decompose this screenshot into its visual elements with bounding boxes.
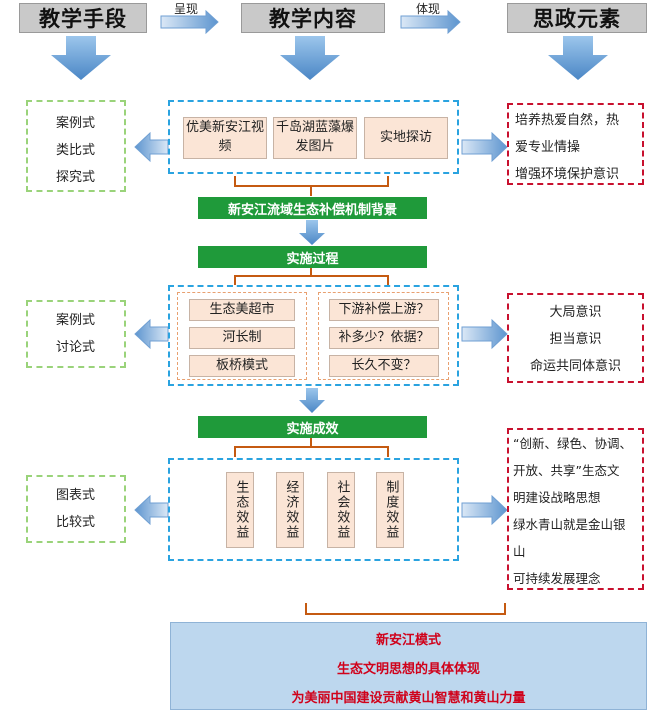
- ideology-item: “创新、绿色、协调、: [513, 436, 632, 451]
- row3-bracket: [234, 438, 389, 457]
- flow-arrow-1: [299, 220, 325, 245]
- method-item: 案例式: [56, 116, 96, 131]
- embody-arrow: [400, 9, 461, 35]
- method-item: 类比式: [56, 143, 96, 158]
- row1-content-box: 优美新安江视频 千岛湖蓝藻爆发图片 实地探访: [168, 100, 459, 174]
- present-label: 呈现: [173, 2, 198, 16]
- summary-line: 生态文明思想的具体体现: [336, 662, 480, 677]
- content-item: 长久不变？: [329, 355, 439, 377]
- content-item: 千岛湖蓝藻爆发图片: [273, 117, 357, 159]
- summary-box: 新安江模式 生态文明思想的具体体现 为美丽中国建设贡献黄山智慧和黄山力量: [170, 622, 647, 710]
- row1-bar: 新安江流域生态补偿机制背景: [198, 197, 427, 219]
- row1-bracket: [234, 176, 389, 196]
- row2-bar: 实施过程: [198, 246, 427, 268]
- content-item: 河长制: [189, 327, 295, 349]
- ideology-item: 明建设战略思想: [513, 490, 601, 505]
- content-item: 下游补偿上游？: [329, 299, 439, 321]
- ideology-down-arrow: [548, 36, 608, 80]
- row3-bar: 实施成效: [198, 416, 427, 438]
- row2-left-group: 生态美超市 河长制 板桥模式: [177, 292, 307, 380]
- method-item: 比较式: [56, 515, 96, 530]
- row3-methods-box: 图表式 比较式: [26, 475, 126, 543]
- row1-methods-box: 案例式 类比式 探究式: [26, 100, 126, 192]
- row2-left-arrow: [134, 318, 169, 350]
- content-item: 优美新安江视频: [183, 117, 267, 159]
- row2-bracket: [234, 268, 389, 285]
- ideology-item: 大局意识: [549, 305, 602, 320]
- summary-bracket: [305, 603, 506, 615]
- content-item: 实地探访: [364, 117, 448, 159]
- method-item: 讨论式: [56, 340, 96, 355]
- embody-label: 体现: [415, 2, 440, 16]
- ideology-item: 开放、共享”生态文: [513, 463, 620, 478]
- header-ideology: 思政元素: [507, 3, 647, 33]
- methods-down-arrow: [51, 36, 111, 80]
- ideology-item: 可持续发展理念: [513, 571, 601, 586]
- ideology-item: 绿水青山就是金山银: [513, 517, 626, 532]
- ideology-item: 增强环境保护意识: [515, 167, 620, 182]
- present-arrow: [160, 9, 219, 35]
- header-content: 教学内容: [241, 3, 385, 33]
- ideology-item: 山: [513, 544, 526, 559]
- row2-right-group: 下游补偿上游？ 补多少？依据？ 长久不变？: [318, 292, 449, 380]
- ideology-item: 培养热爱自然，热: [515, 113, 620, 128]
- row3-content-box: 生态效益 经济效益 社会效益 制度效益: [168, 458, 459, 561]
- row2-ideology-box: 大局意识 担当意识 命运共同体意识: [507, 293, 644, 383]
- content-item: 社会效益: [327, 472, 355, 548]
- method-item: 探究式: [56, 170, 96, 185]
- summary-line: 新安江模式: [375, 633, 441, 648]
- content-item: 补多少？依据？: [329, 327, 439, 349]
- row1-right-arrow: [461, 131, 508, 163]
- content-down-arrow: [280, 36, 340, 80]
- row1-left-arrow: [134, 131, 169, 163]
- ideology-item: 担当意识: [549, 332, 602, 347]
- method-item: 案例式: [56, 313, 96, 328]
- row2-methods-box: 案例式 讨论式: [26, 300, 126, 368]
- ideology-item: 爱专业情操: [515, 140, 581, 155]
- header-methods: 教学手段: [19, 3, 147, 33]
- content-item: 制度效益: [376, 472, 404, 548]
- ideology-item: 命运共同体意识: [529, 359, 621, 374]
- row3-left-arrow: [134, 494, 169, 526]
- row3-ideology-box: “创新、绿色、协调、 开放、共享”生态文 明建设战略思想 绿水青山就是金山银 山…: [507, 428, 644, 590]
- content-item: 生态美超市: [189, 299, 295, 321]
- content-item: 板桥模式: [189, 355, 295, 377]
- content-item: 经济效益: [276, 472, 304, 548]
- summary-line: 为美丽中国建设贡献黄山智慧和黄山力量: [291, 691, 526, 706]
- row1-ideology-box: 培养热爱自然，热 爱专业情操 增强环境保护意识: [507, 103, 644, 185]
- row3-right-arrow: [461, 494, 508, 526]
- row2-content-box: 生态美超市 河长制 板桥模式 下游补偿上游？ 补多少？依据？ 长久不变？: [168, 285, 459, 386]
- row2-right-arrow: [461, 318, 508, 350]
- content-item: 生态效益: [226, 472, 254, 548]
- method-item: 图表式: [56, 488, 96, 503]
- flow-arrow-2: [299, 388, 325, 413]
